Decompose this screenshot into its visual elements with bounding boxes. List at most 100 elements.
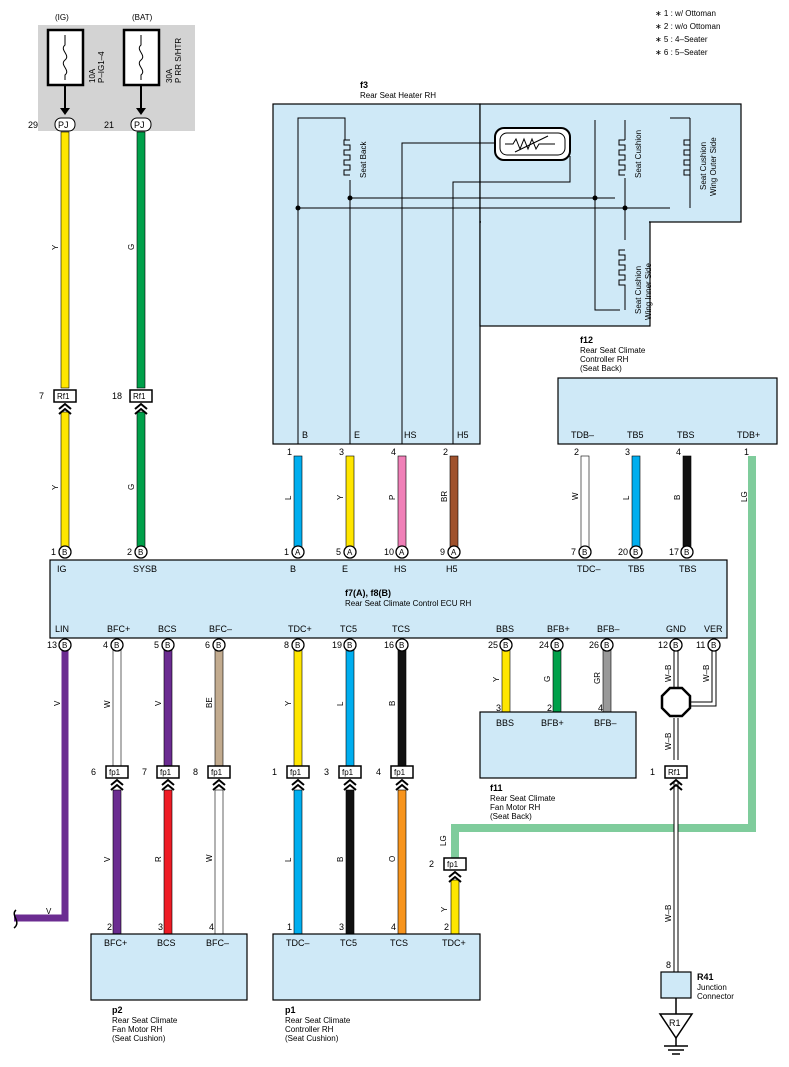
f3-box-upper-right bbox=[479, 103, 742, 223]
f11-name-1: Rear Seat Climate bbox=[490, 794, 556, 803]
ecu-pin-circle bbox=[395, 545, 409, 559]
inline-connector-name: fp1 bbox=[211, 768, 223, 777]
p1-terminal-tc5: TC5 bbox=[340, 938, 357, 948]
ecu-terminal-label: GND bbox=[666, 624, 687, 634]
legend: ∗ 1 : w/ Ottoman ∗ 2 : w/o Ottoman ∗ 5 :… bbox=[655, 9, 720, 57]
f3-seat-back-label: Seat Back bbox=[359, 141, 368, 178]
f12-name-2: Controller RH bbox=[580, 355, 629, 364]
ecu-top-connectors: B1IGB2SYSBA1BA5EA10HSA9H5B7TDC–B20TB5B17… bbox=[51, 545, 697, 574]
ecu-pin-circle bbox=[707, 638, 721, 652]
p1-name-2: Controller RH bbox=[285, 1025, 334, 1034]
wire-f12-tdbm bbox=[580, 455, 590, 549]
label-lin-end: V bbox=[46, 907, 52, 916]
ecu-terminal-label: BFB+ bbox=[547, 624, 570, 634]
p2-box bbox=[90, 933, 248, 1001]
ecu-pin-number: 26 bbox=[589, 640, 599, 650]
p2-fan-motor-seat-cushion: 2 3 4 BFC+ BCS BFC– p2 Rear Seat Climate… bbox=[90, 922, 248, 1043]
p2-pin-bfcp: 2 bbox=[107, 922, 112, 932]
label-bat-g-upper: G bbox=[127, 244, 136, 250]
ecu-bottom-connectors: B13LINB4BFC+B5BCSB6BFC–B8TDC+B19TC5B16TC… bbox=[47, 624, 723, 652]
f3-terminal-b: B bbox=[302, 430, 308, 440]
ecu-pin-conn: A bbox=[399, 548, 405, 557]
ecu-pin-conn: B bbox=[347, 641, 352, 650]
f12-terminal-tb5: TB5 bbox=[627, 430, 644, 440]
chevron-up-icon bbox=[134, 402, 148, 415]
label-p1-tc5: B bbox=[336, 857, 345, 862]
wire-f3-e bbox=[345, 455, 355, 549]
pj-conn-bat: PJ bbox=[134, 120, 145, 130]
f11-pin-bfbp: 2 bbox=[547, 703, 552, 713]
label-f3-hs: P bbox=[388, 495, 397, 500]
ecu-terminal-label: BFB– bbox=[597, 624, 620, 634]
inline-connector-body bbox=[664, 765, 688, 779]
p1-name-3: (Seat Cushion) bbox=[285, 1034, 339, 1043]
ecu-pin-circle bbox=[161, 638, 175, 652]
wire-p2-bfcp bbox=[112, 789, 122, 939]
f12-name-1: Rear Seat Climate bbox=[580, 346, 646, 355]
f12-pin-tb5: 3 bbox=[625, 447, 630, 457]
wire-sysb-lower bbox=[136, 411, 146, 549]
ecu-pin-circle bbox=[629, 545, 643, 559]
p1-code: p1 bbox=[285, 1005, 296, 1015]
ecu-terminal-label: TCS bbox=[392, 624, 410, 634]
label-bcs: V bbox=[154, 700, 163, 706]
ecu-terminal-label: TDC+ bbox=[288, 624, 312, 634]
ecu-terminal-label: TC5 bbox=[340, 624, 357, 634]
f12-terminal-tbs: TBS bbox=[677, 430, 695, 440]
p2-terminal-bfcm: BFC– bbox=[206, 938, 229, 948]
f11-pin-bfbm: 4 bbox=[598, 703, 603, 713]
p2-name-2: Fan Motor RH bbox=[112, 1025, 162, 1034]
ecu-pin-number: 7 bbox=[571, 547, 576, 557]
fuse-ig-arrow-icon bbox=[60, 108, 70, 115]
f3-inner-left-wire bbox=[594, 120, 620, 311]
ecu-pin-circle bbox=[550, 638, 564, 652]
f3-junction-3 bbox=[592, 195, 598, 201]
ecu-pin-conn: B bbox=[582, 548, 587, 557]
ecu-pin-conn: A bbox=[295, 548, 301, 557]
ecu-terminal-label: E bbox=[342, 564, 348, 574]
p1-box bbox=[272, 933, 481, 1001]
wire-labels: Y Y G G L Y P BR W L B LG V W V BE Y L B… bbox=[46, 244, 749, 922]
inline-connector-pin: 4 bbox=[376, 767, 381, 777]
f3-terminal-h5: H5 bbox=[457, 430, 469, 440]
label-bat-g-lower: G bbox=[127, 484, 136, 490]
f3-junction-2 bbox=[347, 195, 353, 201]
ecu-pin-conn: A bbox=[347, 548, 353, 557]
ecu-pin-circle bbox=[58, 638, 72, 652]
wire-ig-lower bbox=[60, 411, 70, 549]
ecu-pin-conn: B bbox=[62, 548, 67, 557]
legend-item-1: ∗ 1 : w/ Ottoman bbox=[655, 9, 716, 18]
f3-seat-cushion-label: Seat Cushion bbox=[634, 130, 643, 178]
ecu-pin-conn: B bbox=[399, 641, 404, 650]
ecu-terminal-label: BFC+ bbox=[107, 624, 130, 634]
fuse-ig: 10A P–IG1–4 bbox=[46, 28, 106, 87]
inline-connector-name: fp1 bbox=[447, 860, 459, 869]
ecu-pin-circle bbox=[447, 545, 461, 559]
ecu-pin-circle bbox=[343, 545, 357, 559]
ecu-pin-conn: B bbox=[138, 548, 143, 557]
f11-box bbox=[479, 711, 637, 779]
label-gnd2: W–B bbox=[664, 733, 673, 750]
ecu-pin-number: 5 bbox=[336, 547, 341, 557]
ecu-pin-number: 25 bbox=[488, 640, 498, 650]
wire-f3-b bbox=[293, 455, 303, 549]
pj-connector-ig bbox=[54, 117, 76, 132]
p1-pin-tdcm: 1 bbox=[287, 922, 292, 932]
p2-pin-bcs: 3 bbox=[158, 922, 163, 932]
f3-code: f3 bbox=[360, 80, 368, 90]
fuse-ig-icon bbox=[62, 35, 68, 80]
label-ig-y-upper: Y bbox=[51, 244, 60, 250]
ecu-pin-number: 1 bbox=[284, 547, 289, 557]
inline-connector-name: Rf1 bbox=[668, 768, 681, 777]
r41-pin: 8 bbox=[666, 960, 671, 970]
ecu-terminal-label: TBS bbox=[679, 564, 697, 574]
wire-tc5-upper bbox=[345, 645, 355, 767]
